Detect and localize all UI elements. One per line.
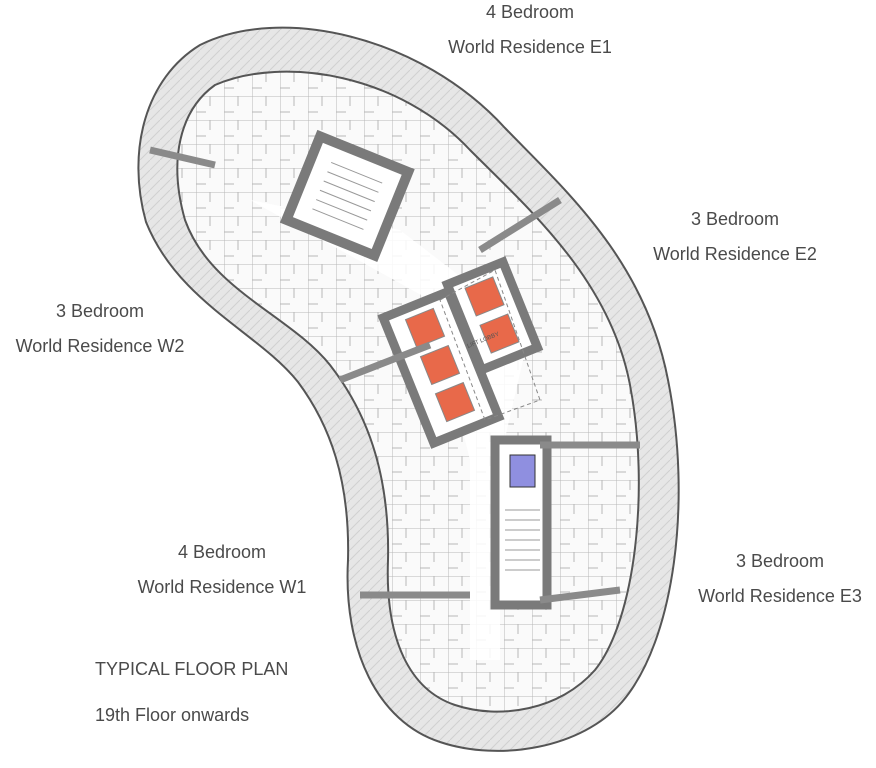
plan-title: TYPICAL FLOOR PLAN [95, 659, 289, 679]
unit-label-e1: 4 Bedroom World Residence E1 [448, 0, 612, 65]
unit-name: World Residence W2 [15, 336, 185, 356]
unit-label-w2: 3 Bedroom World Residence W2 [16, 294, 185, 364]
service-lift-car [509, 454, 536, 488]
unit-bedrooms: 4 Bedroom [177, 542, 267, 562]
unit-bedrooms: 3 Bedroom [55, 301, 145, 321]
unit-name: World Residence W1 [137, 577, 307, 597]
unit-label-w1: 4 Bedroom World Residence W1 [138, 535, 307, 605]
unit-label-e3: 3 Bedroom World Residence E3 [698, 544, 862, 614]
unit-label-e2: 3 Bedroom World Residence E2 [653, 202, 817, 272]
lift-car [479, 313, 520, 354]
unit-bedrooms: 4 Bedroom [485, 2, 575, 22]
lift-car [419, 344, 461, 386]
unit-name: World Residence E1 [448, 37, 612, 57]
lobby-outline [439, 269, 541, 421]
lift-car [404, 307, 446, 349]
stair-core-north [279, 129, 415, 262]
lift-core-east [441, 256, 544, 376]
party-walls [149, 146, 640, 604]
unit-bedrooms: 3 Bedroom [735, 551, 825, 571]
lift-core-west [377, 285, 505, 449]
unit-name: World Residence E3 [698, 586, 862, 606]
unit-name: World Residence E2 [653, 244, 817, 264]
plan-subtitle: 19th Floor onwards [95, 705, 250, 725]
service-core-south [490, 435, 552, 610]
lift-car [434, 381, 476, 423]
lift-car [464, 276, 505, 317]
unit-bedrooms: 3 Bedroom [690, 209, 780, 229]
